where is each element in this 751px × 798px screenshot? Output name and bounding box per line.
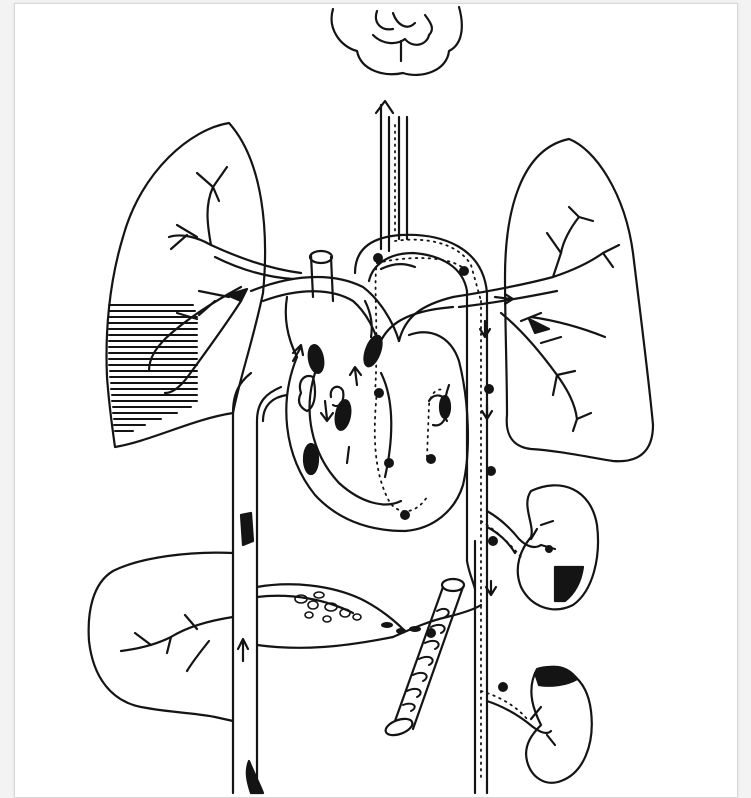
inferior-vena-cava bbox=[233, 373, 287, 793]
diagram-frame bbox=[14, 3, 738, 798]
right-lung-outline bbox=[107, 123, 266, 447]
vena-cava-clot bbox=[241, 513, 253, 545]
upper-kidney-vessels bbox=[487, 511, 555, 553]
aorta-flow-arrows bbox=[480, 294, 513, 595]
liver-veins bbox=[121, 615, 233, 671]
left-lung-bronchial-branches bbox=[453, 207, 619, 431]
mesenteric-link bbox=[393, 605, 481, 637]
superior-vena-cava bbox=[286, 251, 333, 357]
upper-kidney-infarct bbox=[555, 567, 583, 601]
aortic-arch bbox=[355, 235, 487, 293]
left-lung-vessel-mark bbox=[529, 319, 549, 333]
portal-bubbles bbox=[295, 592, 361, 622]
vena-cava-clot-bottom bbox=[247, 761, 263, 793]
brain-outline bbox=[332, 7, 462, 75]
descending-aorta bbox=[467, 291, 487, 793]
pulmonary-trunk bbox=[251, 277, 453, 345]
circulation-diagram bbox=[15, 4, 737, 797]
left-lung-outline bbox=[505, 139, 653, 461]
right-lung-vessel-mark bbox=[227, 289, 247, 301]
carotid-vessels bbox=[376, 101, 407, 251]
lower-kidney-vessels bbox=[487, 701, 555, 745]
liver-outline bbox=[89, 553, 405, 721]
intestine-vessel bbox=[383, 579, 464, 738]
lower-kidney-cap bbox=[535, 667, 577, 686]
